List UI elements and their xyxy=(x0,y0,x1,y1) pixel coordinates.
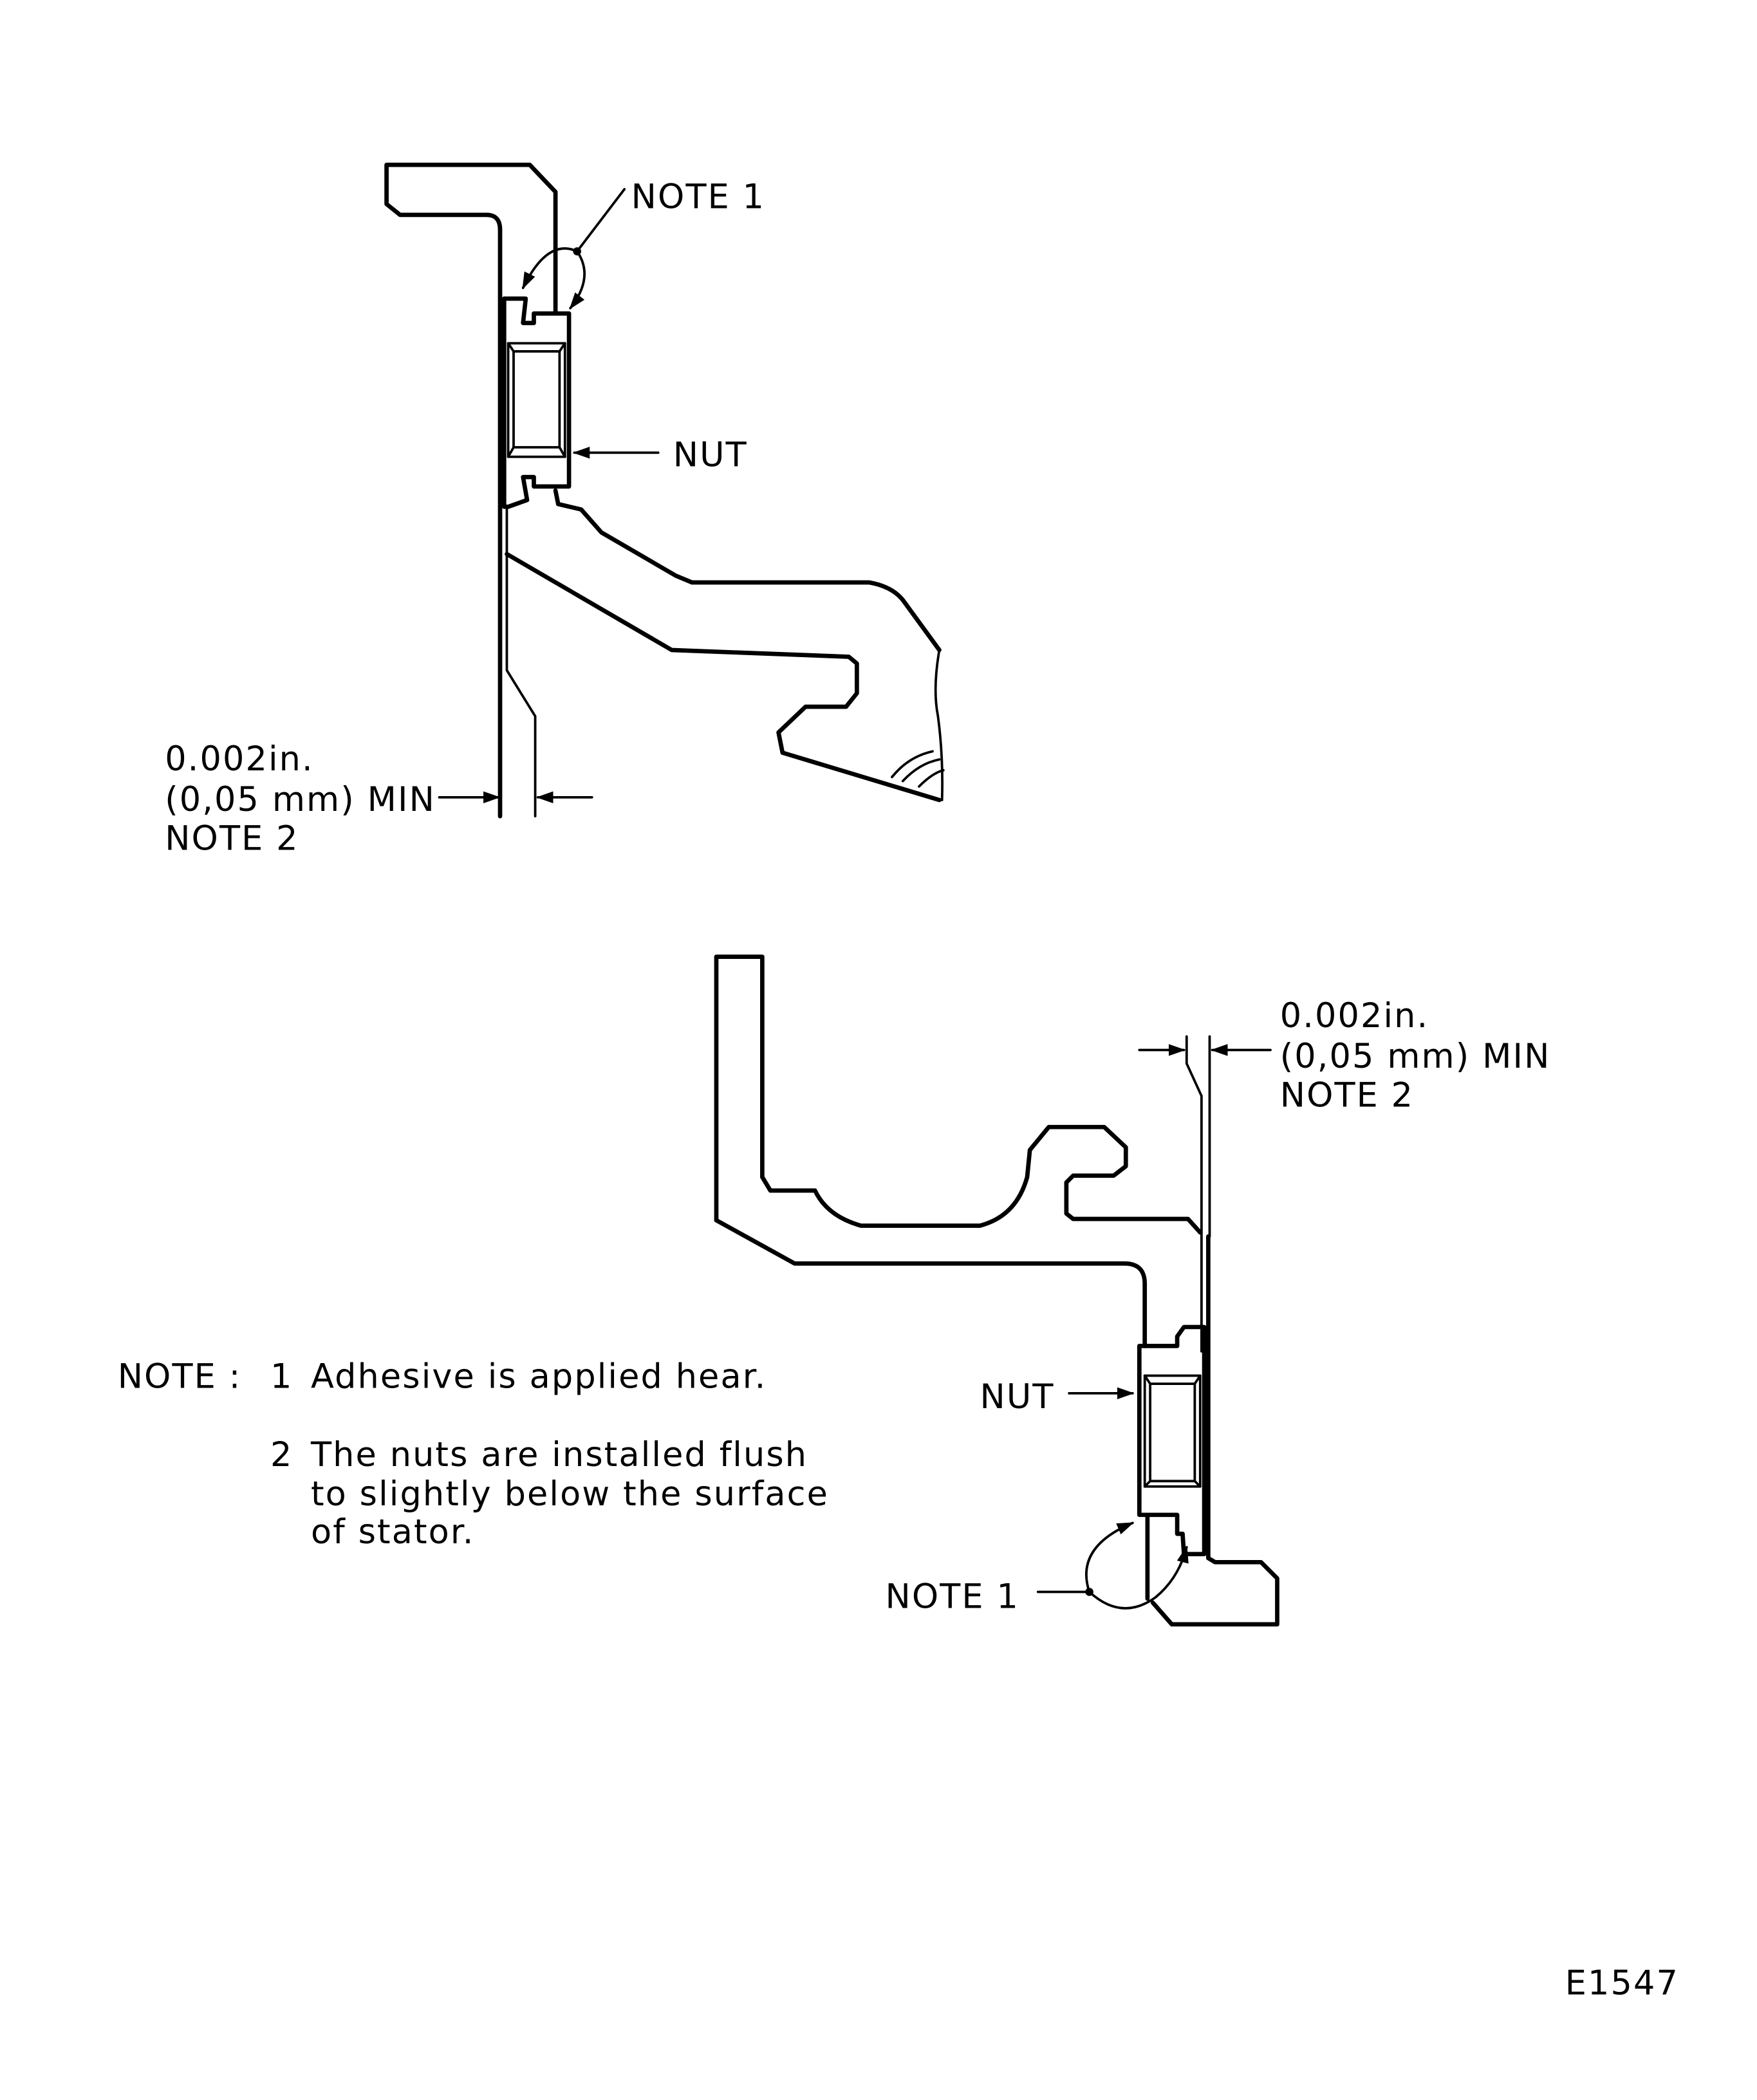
top-nut xyxy=(501,296,572,509)
bottom-nut-label: NUT xyxy=(980,1377,1055,1417)
figure-id: E1547 xyxy=(1565,1964,1679,2003)
notes-header: NOTE : xyxy=(118,1357,242,1396)
bottom-dimension-inch: 0.002in. xyxy=(1280,996,1429,1036)
bottom-stator-body xyxy=(714,954,1203,1348)
top-hatch xyxy=(891,750,945,788)
bottom-dimension-mm: (0,05 mm) MIN xyxy=(1280,1037,1551,1076)
top-note1-label: NOTE 1 xyxy=(631,177,765,216)
top-section-view: NOTE 1 NUT 0.002in. (0,05 mm) MIN NOTE 2 xyxy=(165,162,945,859)
top-nut-label: NUT xyxy=(673,435,748,474)
bottom-section-view: NOTE 1 NUT 0.002in. (0,05 mm) MIN NOTE 2 xyxy=(714,954,1551,1627)
top-dimension-mm: (0,05 mm) MIN xyxy=(165,780,436,819)
top-dimension-note: NOTE 2 xyxy=(165,819,299,859)
note-2-text-line2: to slightly below the surface xyxy=(311,1474,829,1514)
note-2-text-line1: The nuts are installed flush xyxy=(310,1435,808,1474)
note-2-text-line3: of stator. xyxy=(311,1512,475,1552)
note-1-number: 1 xyxy=(270,1357,293,1396)
bottom-stator-flange xyxy=(1150,1234,1279,1627)
top-stator-body xyxy=(505,488,942,803)
notes-block: NOTE : 1 Adhesive is applied hear. 2 The… xyxy=(118,1357,829,1552)
top-stator-flange xyxy=(384,162,558,819)
top-break-line xyxy=(934,649,944,801)
bottom-stator-surface-line xyxy=(1185,1035,1211,1353)
bottom-note1-label: NOTE 1 xyxy=(886,1577,1019,1617)
top-adhesive-indicator xyxy=(521,188,626,310)
note-2-number: 2 xyxy=(270,1435,293,1474)
bottom-adhesive-indicator xyxy=(1036,1521,1189,1610)
top-dimension: 0.002in. (0,05 mm) MIN NOTE 2 xyxy=(165,739,593,859)
bottom-nut xyxy=(1137,1324,1207,1557)
top-dimension-inch: 0.002in. xyxy=(165,739,314,779)
bottom-dimension-note: NOTE 2 xyxy=(1280,1076,1414,1115)
bottom-dimension: 0.002in. (0,05 mm) MIN NOTE 2 xyxy=(1138,996,1551,1115)
note-1-text: Adhesive is applied hear. xyxy=(311,1357,767,1396)
top-stator-surface-line xyxy=(505,505,537,818)
